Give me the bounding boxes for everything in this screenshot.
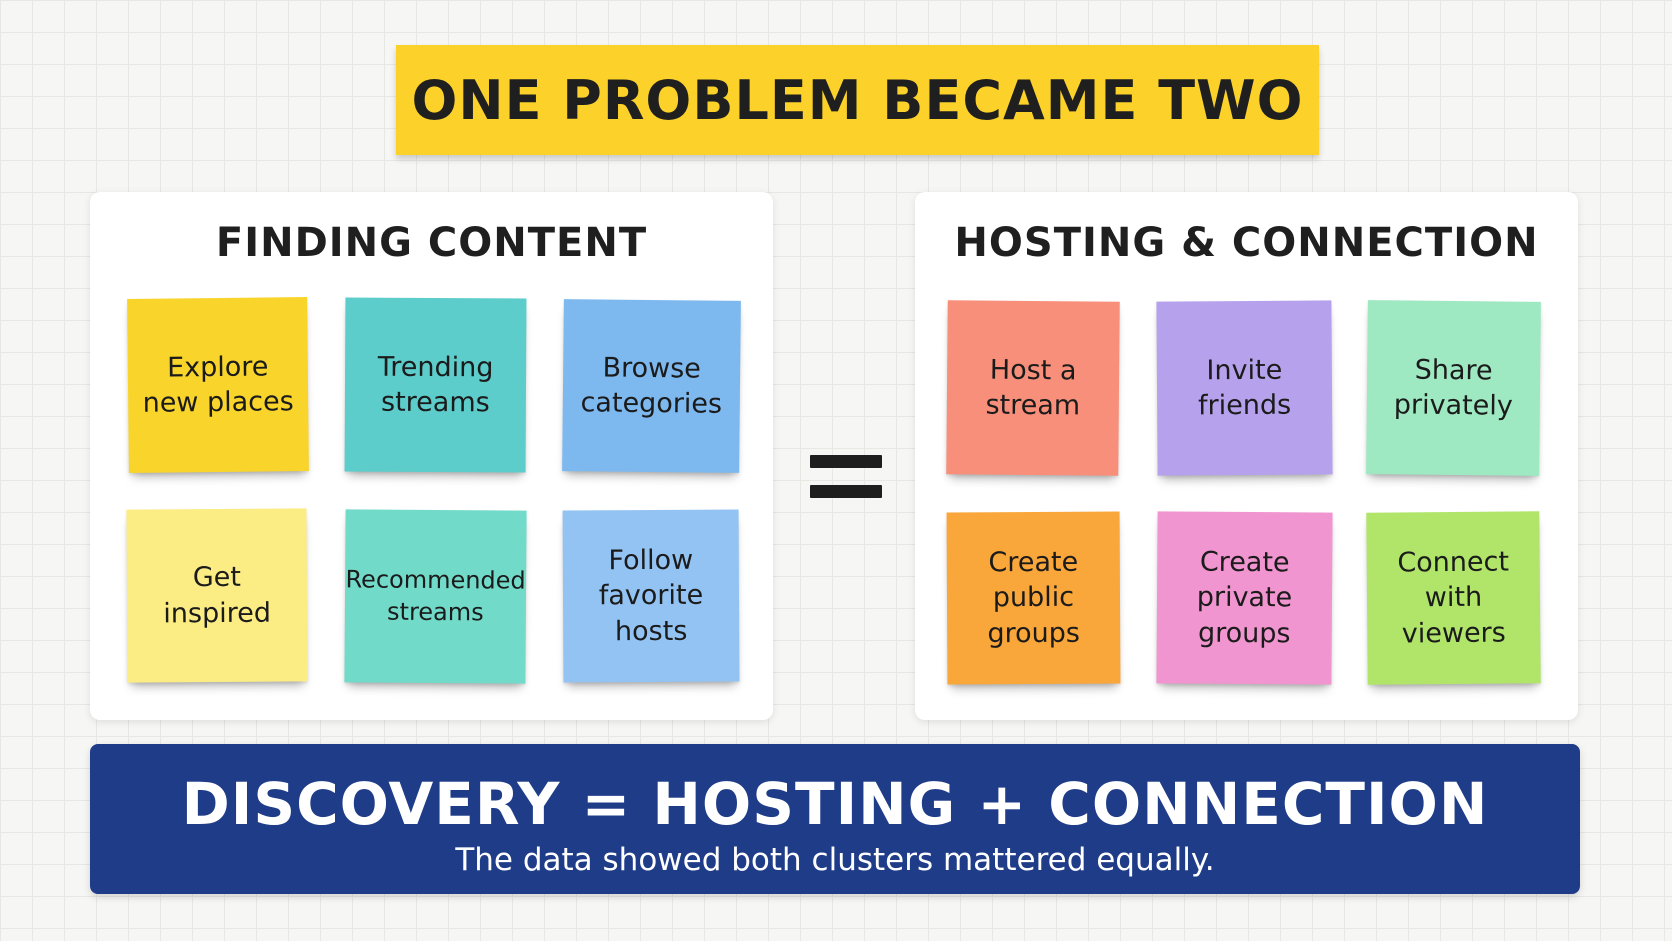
sticky-note-browse-categories: Browse categories bbox=[562, 299, 741, 473]
banner-title: ONE PROBLEM BECAME TWO bbox=[411, 68, 1304, 132]
note-text: Create public groups bbox=[987, 547, 1080, 649]
sticky-note-share-privately: Share privately bbox=[1366, 300, 1541, 476]
note-text: Browse categories bbox=[580, 352, 723, 420]
note-text: Create private groups bbox=[1196, 547, 1293, 649]
hosting-connection-panel: HOSTING & CONNECTION Host a stream Invit… bbox=[915, 192, 1578, 720]
note-text: Recommended streams bbox=[345, 565, 526, 626]
equals-bar-bottom bbox=[810, 485, 882, 498]
sticky-note-create-public-groups: Create public groups bbox=[946, 511, 1121, 685]
note-text: Share privately bbox=[1393, 354, 1513, 422]
summary-subtitle: The data showed both clusters mattered e… bbox=[455, 842, 1215, 878]
sticky-note-get-inspired: Get inspired bbox=[126, 508, 308, 683]
note-text: Trending streams bbox=[377, 351, 494, 419]
finding-content-title: FINDING CONTENT bbox=[215, 220, 648, 266]
hosting-connection-title: HOSTING & CONNECTION bbox=[954, 220, 1539, 266]
sticky-note-host-a-stream: Host a stream bbox=[946, 300, 1120, 476]
sticky-note-create-private-groups: Create private groups bbox=[1156, 511, 1333, 685]
sticky-note-connect-with-viewers: Connect with viewers bbox=[1366, 511, 1541, 685]
equals-sign-icon bbox=[810, 455, 882, 500]
summary-equation: DISCOVERY = HOSTING + CONNECTION bbox=[181, 770, 1489, 838]
finding-content-panel: FINDING CONTENT Explore new places Trend… bbox=[90, 192, 773, 720]
note-text: Connect with viewers bbox=[1397, 546, 1510, 649]
equals-bar-top bbox=[810, 455, 882, 468]
sticky-note-explore-new-places: Explore new places bbox=[127, 297, 309, 473]
sticky-note-trending-streams: Trending streams bbox=[344, 297, 527, 473]
note-text: Get inspired bbox=[163, 562, 272, 629]
note-text: Follow favorite hosts bbox=[598, 545, 704, 647]
sticky-note-invite-friends: Invite friends bbox=[1156, 300, 1333, 476]
note-text: Host a stream bbox=[985, 354, 1081, 422]
sticky-note-follow-favorite-hosts: Follow favorite hosts bbox=[562, 509, 740, 683]
title-banner: ONE PROBLEM BECAME TWO bbox=[396, 45, 1319, 155]
note-text: Explore new places bbox=[142, 351, 294, 419]
note-text: Invite friends bbox=[1197, 354, 1292, 422]
summary-footer: DISCOVERY = HOSTING + CONNECTION The dat… bbox=[90, 744, 1580, 894]
sticky-note-recommended-streams: Recommended streams bbox=[344, 509, 527, 684]
